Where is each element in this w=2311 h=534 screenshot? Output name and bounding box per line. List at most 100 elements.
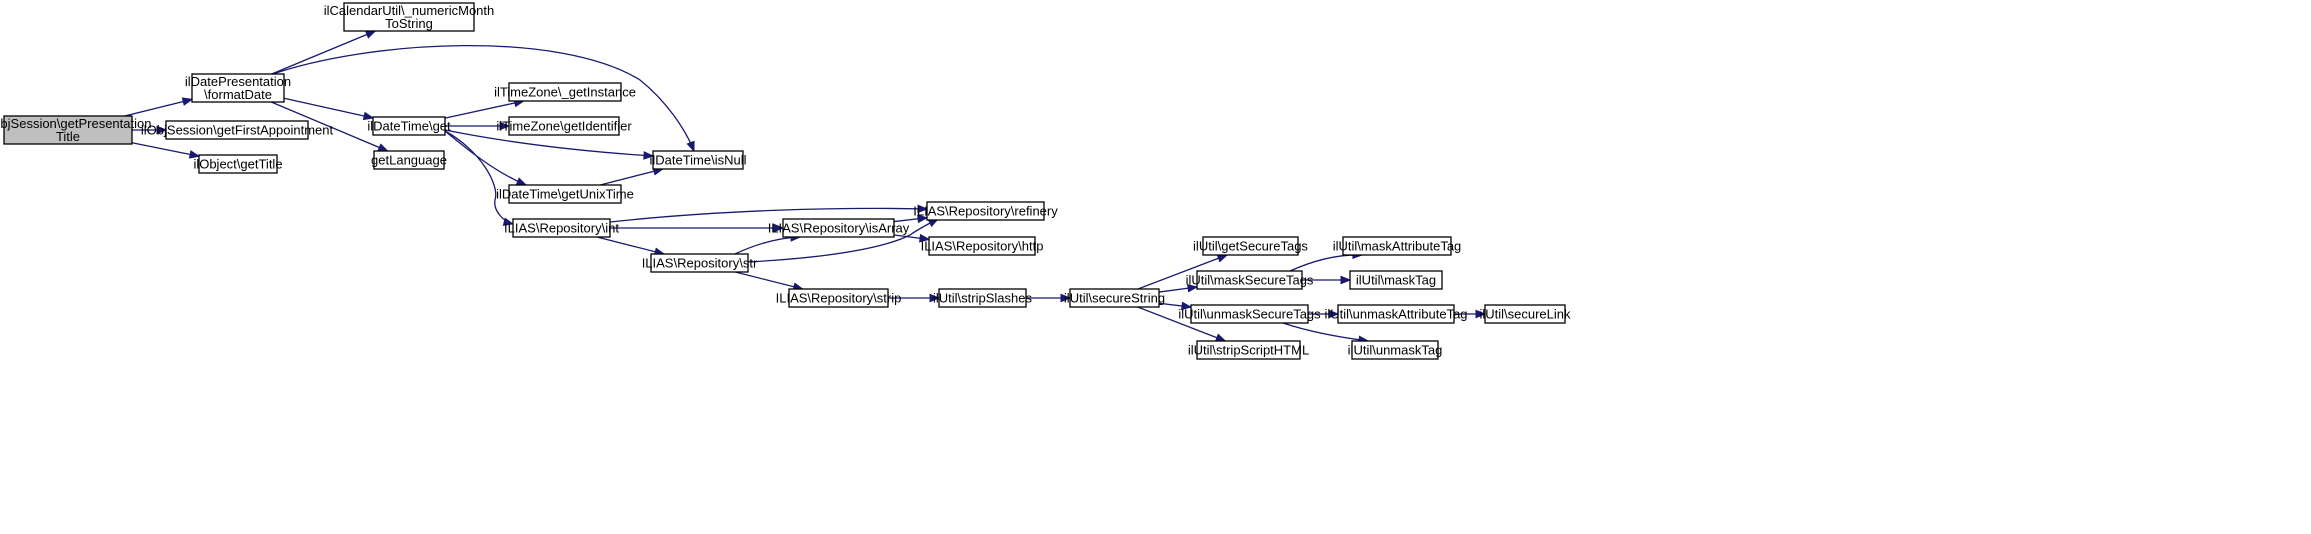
arrow-head-icon [377, 143, 389, 152]
node-box [652, 150, 744, 170]
node-tzIdentifier[interactable]: ilTimeZone\getIdentifier [496, 116, 632, 136]
node-label: ilUtil\unmaskTag [1348, 343, 1443, 358]
node-label: Title [56, 129, 80, 144]
edge-secureString-to-stripScriptHTML [1137, 306, 1227, 342]
edge-dtGet-to-tzInstance [444, 98, 526, 119]
edge-line [734, 236, 801, 255]
node-box [1337, 304, 1455, 324]
node-getSecureTags[interactable]: ilUtil\getSecureTags [1193, 236, 1308, 256]
edge-line [124, 98, 193, 117]
node-label: ILIAS\Repository\isArray [768, 221, 910, 236]
node-http[interactable]: ILIAS\Repository\http [921, 236, 1044, 256]
node-box [1196, 270, 1303, 290]
edge-line [747, 218, 939, 263]
node-repoStr[interactable]: ILIAS\Repository\str [642, 253, 758, 273]
node-box [191, 73, 285, 103]
node-box [650, 253, 749, 273]
edge-repoStr-to-repoStrip [735, 271, 805, 291]
node-formatDate[interactable]: ilDatePresentation\formatDate [185, 73, 291, 103]
arrow-head-icon [917, 204, 929, 214]
node-refinery[interactable]: ILIAS\Repository\refinery [913, 201, 1058, 221]
edge-line [609, 207, 928, 223]
edge-repoInt-to-refinery [609, 204, 929, 223]
arrow-head-icon [364, 30, 377, 39]
node-repoStrip[interactable]: ILIAS\Repository\strip [776, 288, 902, 308]
edge-line [269, 44, 695, 152]
node-maskTag[interactable]: ilUtil\maskTag [1349, 270, 1443, 290]
node-label: ilUtil\stripSlashes [933, 291, 1032, 306]
edge-formatDate-to-dtGet [283, 97, 375, 121]
node-box [1190, 304, 1309, 324]
edge-unmaskAttributeTag-to-secureLink [1454, 309, 1487, 319]
node-box [373, 150, 445, 170]
node-label: ilUtil\unmaskSecureTags [1178, 307, 1321, 322]
edge-dtGet-to-repoInt [444, 130, 515, 226]
node-getFirstAppointment[interactable]: ilObjSession\getFirstAppointment [141, 120, 334, 140]
node-stripScriptHTML[interactable]: ilUtil\stripScriptHTML [1188, 340, 1309, 360]
node-dtGet[interactable]: ilDateTime\get [367, 116, 451, 136]
node-tzInstance[interactable]: ilTimeZone\_getInstance [494, 82, 636, 102]
edge-line [735, 271, 803, 290]
node-secureString[interactable]: ilUtil\secureString [1064, 288, 1165, 308]
edge-repoStr-to-refinery [747, 218, 940, 263]
edge-maskSecureTags-to-maskTag [1302, 275, 1352, 285]
node-repoInt[interactable]: ILIAS\Repository\int [504, 218, 619, 238]
node-label: ilObjSession\getPresentation [0, 116, 151, 131]
node-box [782, 218, 895, 238]
node-label: ilObjSession\getFirstAppointment [141, 123, 334, 138]
arrow-head-icon [1328, 309, 1340, 319]
edge-line [1137, 306, 1226, 342]
edge-unmaskSecureTags-to-unmaskTag [1282, 322, 1370, 345]
node-box [508, 184, 622, 204]
node-stripSlashes[interactable]: ilUtil\stripSlashes [933, 288, 1032, 308]
node-box [198, 154, 278, 174]
edge-root-to-getFirstAppointment [132, 125, 168, 135]
node-label: ilUtil\maskTag [1356, 273, 1436, 288]
arrow-head-icon [502, 217, 515, 226]
arrow-head-icon [1214, 333, 1227, 342]
node-label: ilDateTime\isNull [649, 153, 746, 168]
node-box [343, 2, 475, 32]
edge-line [1282, 322, 1369, 342]
edge-secureString-to-unmaskSecureTags [1158, 301, 1193, 311]
node-box [1342, 236, 1452, 256]
node-label: ILIAS\Repository\str [642, 256, 758, 271]
node-label: ilUtil\secureLink [1479, 307, 1571, 322]
arrow-head-icon [499, 121, 511, 131]
node-secureLink[interactable]: ilUtil\secureLink [1479, 304, 1571, 324]
node-label: ilCalendarUtil\_numericMonth [324, 3, 495, 18]
node-box [1202, 236, 1299, 256]
edge-line [283, 97, 374, 119]
node-maskAttributeTag[interactable]: ilUtil\maskAttributeTag [1333, 236, 1462, 256]
node-unmaskSecureTags[interactable]: ilUtil\unmaskSecureTags [1178, 304, 1321, 324]
node-getLanguage[interactable]: getLanguage [371, 150, 447, 170]
edge-line [444, 100, 524, 119]
edge-line [596, 236, 665, 255]
node-getTitle[interactable]: ilObject\getTitle [193, 154, 283, 174]
edge-line [444, 129, 654, 157]
edge-line [600, 168, 663, 186]
arrow-head-icon [181, 97, 194, 106]
node-getUnixTime[interactable]: ilDateTime\getUnixTime [496, 184, 634, 204]
node-isNull[interactable]: ilDateTime\isNull [649, 150, 747, 170]
node-label: ilTimeZone\_getInstance [494, 85, 636, 100]
node-isArray[interactable]: ILIAS\Repository\isArray [768, 218, 910, 238]
arrow-head-icon [773, 223, 785, 233]
node-label: ILIAS\Repository\http [921, 239, 1044, 254]
arrow-head-icon [1340, 275, 1352, 285]
node-unmaskTag[interactable]: ilUtil\unmaskTag [1348, 340, 1443, 360]
node-maskSecureTags[interactable]: ilUtil\maskSecureTags [1186, 270, 1314, 290]
node-label: \formatDate [204, 87, 272, 102]
node-box [3, 115, 133, 145]
edge-line [1289, 254, 1363, 272]
node-box [508, 82, 622, 102]
edge-line [1137, 254, 1228, 290]
arrow-head-icon [1181, 301, 1193, 311]
edge-line [271, 30, 376, 75]
edge-unmaskSecureTags-to-unmaskAttributeTag [1308, 309, 1340, 319]
node-unmaskAttributeTag[interactable]: ilUtil\unmaskAttributeTag [1324, 304, 1468, 324]
edge-line [131, 142, 200, 157]
